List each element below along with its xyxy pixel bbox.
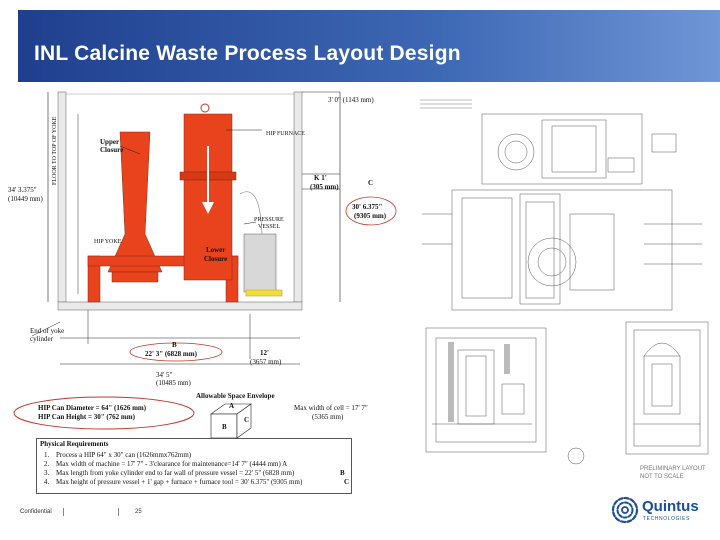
slide-title: INL Calcine Waste Process Layout Design	[34, 42, 461, 65]
env-a: A	[229, 402, 235, 410]
env-b: B	[222, 423, 227, 431]
requirement-item: 4. Max height of pressure vessel + 1' ga…	[40, 478, 350, 487]
requirement-num: 3.	[44, 469, 50, 477]
stamp-not-to-scale: NOT TO SCALE	[640, 474, 684, 480]
footer-divider	[118, 508, 119, 516]
requirements-heading: Physical Requirements	[40, 440, 109, 448]
dim-gap-b: (305 mm)	[310, 183, 339, 191]
dim-gap-a: K 1'	[314, 174, 327, 182]
requirement-tag: B	[340, 469, 345, 477]
requirement-tag: C	[344, 478, 350, 486]
requirement-text: Max height of pressure vessel + 1' gap +…	[56, 478, 303, 486]
b-label: B	[172, 341, 177, 349]
right-engineering-drawing	[420, 99, 709, 465]
end-of-yoke-b: cylinder	[30, 335, 53, 343]
can-height: HIP Can Height = 30" (762 mm)	[38, 413, 135, 421]
max-width-a: Max width of cell = 17' 7"	[294, 404, 368, 412]
upper-closure-b: Closure	[100, 146, 124, 154]
b2-dim-a: 12'	[260, 349, 269, 357]
width-dim-b: (10485 mm)	[156, 379, 191, 387]
width-dim-a: 34' 5"	[156, 371, 173, 379]
b-dim: 22' 3" (6828 mm)	[145, 350, 197, 358]
requirement-text: Max width of machine = 17' 7" - 3'cleara…	[56, 460, 288, 468]
requirement-text: Max length from yoke cylinder end to far…	[56, 469, 295, 477]
c-label: C	[368, 179, 374, 187]
page-number: 25	[135, 509, 142, 515]
dim-left-b: (10449 mm)	[8, 195, 43, 203]
requirement-item: 2. Max width of machine = 17' 7" - 3'cle…	[40, 460, 348, 469]
requirement-num: 1.	[44, 451, 50, 459]
env-c: C	[244, 416, 250, 424]
c-dim-b: (9305 mm)	[354, 212, 387, 220]
floor-label: FLOOR TO TOP OF YOKE	[52, 116, 58, 185]
upper-closure-a: Upper	[100, 138, 120, 146]
left-section-drawing	[31, 91, 397, 365]
requirement-text: Process a HIP 64" x 30" can (1626mmx762m…	[56, 451, 192, 459]
requirements-list: 1. Process a HIP 64" x 30" can (1626mmx7…	[40, 451, 350, 487]
requirement-item: 1. Process a HIP 64" x 30" can (1626mmx7…	[40, 451, 348, 460]
title-bar: INL Calcine Waste Process Layout Design	[18, 10, 720, 82]
physical-requirements-box	[36, 438, 352, 494]
can-diameter: HIP Can Diameter = 64" (1626 mm)	[38, 404, 147, 412]
dim-left-a: 34' 3.375"	[8, 186, 37, 194]
b2-dim-b: (3657 mm)	[250, 358, 282, 366]
footer-confidential: Confidential	[20, 509, 52, 515]
max-width-b: (5365 mm)	[312, 413, 344, 421]
can-dimension-ellipse	[13, 396, 195, 430]
lower-closure-b: Closure	[204, 255, 228, 263]
footer-divider	[63, 508, 64, 516]
allowable-title: Allowable Space Envelope	[196, 392, 275, 400]
hip-yoke: HIP YOKE	[94, 239, 122, 245]
lower-closure-a: Lower	[206, 246, 226, 254]
requirement-num: 4.	[44, 478, 50, 486]
requirement-item: 3. Max length from yoke cylinder end to …	[40, 469, 348, 478]
quintus-logo-icon	[611, 496, 639, 524]
logo-tagline: TECHNOLOGIES	[643, 516, 690, 522]
logo-text: Quintus	[642, 498, 699, 515]
requirement-num: 2.	[44, 460, 50, 468]
stamp-preliminary: PRELIMINARY LAYOUT	[640, 466, 706, 472]
pressure-vessel-b: VESSEL	[258, 224, 281, 230]
c-dim-a: 30' 6.375"	[352, 203, 383, 211]
dim-top: 3' 0" (1143 mm)	[328, 96, 374, 104]
end-of-yoke-a: End of yoke	[30, 327, 65, 335]
allowable-envelope-box	[210, 403, 252, 439]
pressure-vessel-a: PRESSURE	[254, 217, 284, 223]
hip-furnace: HIP FURNACE	[266, 131, 305, 137]
